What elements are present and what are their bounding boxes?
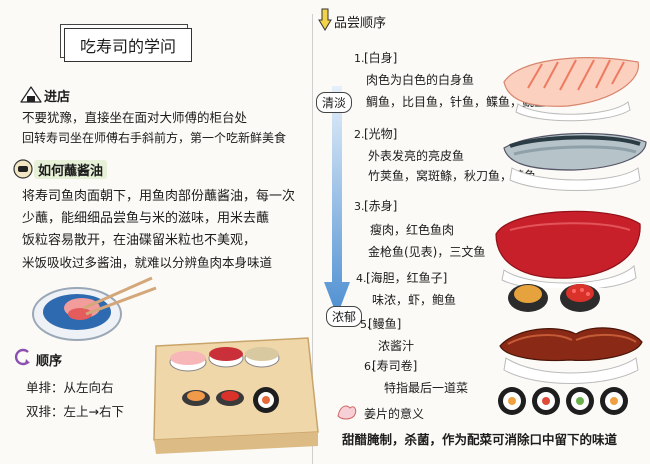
tasting-order-heading: 品尝顺序 — [334, 16, 387, 31]
item-2-line-1: 外表发亮的亮皮鱼 — [368, 149, 465, 163]
item-1-line-1: 肉色为白色的白身鱼 — [366, 73, 475, 87]
ginger-heading: 姜片的意义 — [364, 407, 425, 421]
light-to-heavy-arrow — [324, 86, 350, 316]
page-title: 吃寿司的学问 — [64, 28, 192, 62]
heavy-label: 浓郁 — [326, 306, 363, 327]
item-4-name: [海胆，红鱼子] — [366, 271, 448, 285]
eel-sushi-illustration — [499, 327, 643, 384]
item-2-line-2: 竹荚鱼，窝斑鲦，秋刀鱼，鲭鱼 — [368, 169, 537, 183]
item-6-number: 6. — [364, 360, 375, 373]
item-1-name: [白身] — [364, 51, 398, 65]
soy-line-4: 米饭吸收过多酱油，就难以分辨鱼肉本身味道 — [22, 255, 273, 270]
item-4-number: 4. — [356, 272, 367, 285]
item-3-name: [赤身] — [364, 199, 398, 213]
item-5-name: [鳗鱼] — [368, 317, 402, 331]
swirl-arrow-icon — [14, 348, 30, 366]
urchin-roe-sushi-illustration — [508, 284, 600, 312]
item-2-number: 2. — [354, 128, 365, 141]
light-label: 清淡 — [316, 92, 353, 113]
tuna-sushi-illustration — [495, 210, 641, 288]
item-3-line-2: 金枪鱼(见表)，三文鱼 — [368, 245, 486, 259]
soy-dish-illustration — [32, 276, 157, 341]
white-fish-sushi-illustration — [503, 57, 639, 122]
order-single: 单排：从左向右 — [26, 380, 114, 395]
item-6-line-1: 特指最后一道菜 — [384, 381, 469, 395]
soy-sauce-icon — [13, 159, 33, 179]
order-heading: 顺序 — [36, 354, 63, 369]
enter-store-line-2: 回转寿司坐在师傅右手斜前方，第一个吃新鲜美食 — [22, 131, 287, 145]
onigiri-icon — [20, 86, 42, 103]
soy-line-2: 少蘸，能细细品尝鱼与米的滋味，用米去蘸 — [22, 211, 270, 226]
page-divider — [312, 14, 313, 464]
soy-line-3: 饭粒容易散开，在油碟留米粒也不美观， — [22, 233, 257, 248]
item-3-number: 3. — [354, 200, 365, 213]
ginger-icon — [337, 405, 357, 420]
item-3-line-1: 瘦肉，红色鱼肉 — [370, 223, 455, 237]
order-double: 双排：左上→右下 — [26, 404, 124, 419]
item-4-line-1: 味浓，虾，鲍鱼 — [372, 293, 457, 307]
enter-store-heading: 进店 — [44, 90, 71, 105]
item-2-name: [光物] — [364, 127, 398, 141]
enter-store-line-1: 不要犹豫，直接坐在面对大师傅的柜台处 — [22, 110, 248, 125]
down-arrow-icon — [318, 8, 332, 31]
soy-heading: 如何蘸酱油 — [34, 160, 108, 179]
silver-fish-sushi-illustration — [503, 132, 647, 191]
item-6-name: [寿司卷] — [372, 359, 418, 373]
item-5-line-1: 浓酱汁 — [378, 339, 415, 353]
soy-line-1: 将寿司鱼肉面朝下，用鱼肉部份蘸酱油，每一次 — [22, 189, 296, 204]
sushi-board-illustration — [153, 337, 319, 454]
ginger-text: 甜醋腌制，杀菌，作为配菜可消除口中留下的味道 — [342, 432, 618, 447]
sushi-roll-illustration — [498, 387, 628, 415]
item-1-line-2: 鲷鱼，比目鱼，针鱼，鲽鱼，鱿鱼 — [366, 95, 547, 109]
item-1-number: 1. — [354, 52, 365, 65]
item-5-number: 5. — [360, 318, 371, 331]
